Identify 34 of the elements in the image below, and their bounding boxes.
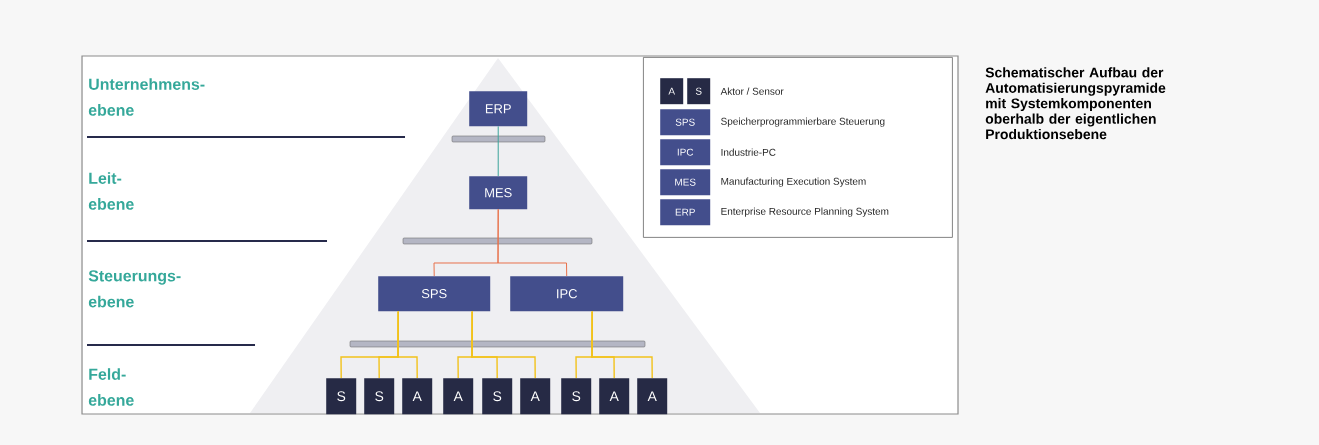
component-box: IPC — [510, 276, 624, 312]
component-box: IPC — [660, 139, 711, 166]
connector-line — [497, 125, 499, 177]
sensor-actor-box: A — [599, 378, 630, 415]
level-label: Unternehmens- ebene — [88, 78, 205, 116]
component-box: SPS — [660, 109, 711, 136]
sensor-actor-box: S — [364, 378, 395, 415]
sensor-actor-box: S — [561, 378, 592, 415]
sensor-actor-box: S — [326, 378, 357, 415]
connector-line — [397, 310, 418, 379]
connector-line — [591, 310, 653, 379]
connector-line — [471, 310, 536, 379]
sensor-actor-box: A — [660, 78, 684, 105]
level-label: Feld- ebene — [88, 368, 134, 406]
connector-line — [497, 208, 568, 277]
sensor-actor-box: A — [637, 378, 668, 415]
legend-description: Aktor / Sensor — [720, 87, 784, 95]
sensor-actor-box: A — [520, 378, 551, 415]
legend-description: Speicherprogrammierbare Steuerung — [721, 117, 885, 127]
level-label: Leit- ebene — [88, 172, 134, 210]
component-box: MES — [660, 169, 711, 196]
sensor-actor-box: A — [443, 378, 474, 415]
component-box: SPS — [378, 276, 491, 312]
sensor-actor-box: S — [687, 78, 711, 105]
component-box: ERP — [660, 199, 711, 226]
sensor-actor-box: S — [482, 378, 513, 415]
legend-description: Enterprise Resource Planning System — [721, 207, 889, 217]
component-box: ERP — [469, 91, 528, 127]
sensor-actor-box: A — [402, 378, 433, 415]
caption: Schematischer Aufbau der Automatisierungspyramide mit Systemkomponenten oberhalb der eigentlichen Produktionsebene — [985, 67, 1166, 140]
legend-description: Manufacturing Execution System — [721, 177, 866, 187]
level-label: Steuerungs- ebene — [88, 270, 181, 308]
component-box: MES — [469, 176, 528, 210]
legend-description: Industrie-PC — [721, 148, 776, 156]
